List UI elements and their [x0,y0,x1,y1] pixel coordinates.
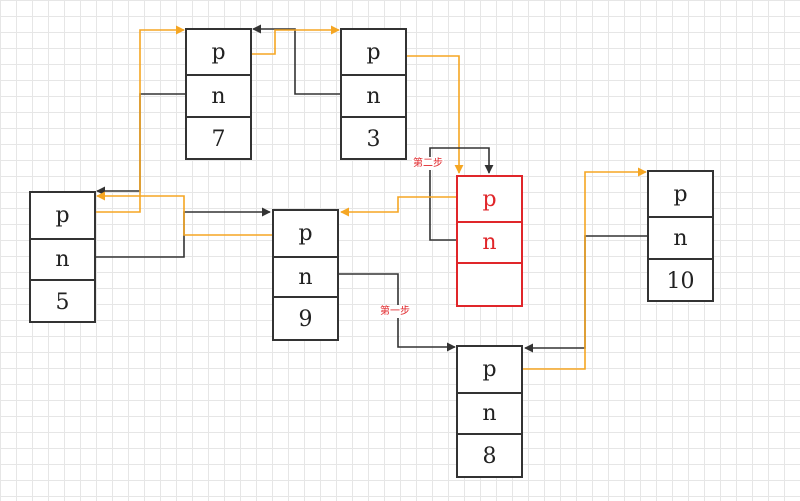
node-10-next-cell: n [649,216,712,258]
arrow-new-n-step2 [429,147,494,241]
node-5-next-cell: n [31,238,94,279]
arrow-7-n-to-5 [96,93,186,196]
node-9-prev-cell: p [298,221,313,246]
node-10-value: 10 [649,258,712,302]
node-8-value: 8 [458,433,521,478]
arrow-9-p-to-5 [96,191,273,236]
arrow-3-n-to-7 [252,24,341,95]
arrow-5-p-to-7 [95,25,185,213]
node-5-prev-cell: p [55,203,70,228]
node-9: p n 9 [272,209,339,341]
arrow-10-n-to-8 [524,235,648,353]
node-3-value: 3 [342,116,405,160]
node-5-value: 5 [31,279,94,323]
node-8-next-cell: n [458,392,521,433]
node-7-value: 7 [187,116,250,160]
node-10: p n 10 [647,170,714,302]
step2-label: 第二步 [412,157,444,170]
step1-label: 第一步 [379,305,411,318]
node-9-value: 9 [274,296,337,341]
node-8-prev-cell: p [482,357,497,382]
node-7-prev-cell: p [211,39,226,65]
node-7: p n 7 [185,28,252,160]
node-3-next-cell: n [342,74,405,116]
node-9-next-cell: n [274,256,337,296]
new-node: p n [456,175,523,307]
arrow-new-p-to-9 [340,196,457,217]
node-8: p n 8 [456,345,523,478]
node-7-next-cell: n [187,74,250,116]
node-10-prev-cell: p [673,181,688,207]
new-node-value [458,262,521,307]
arrow-8-p-to-10 [522,167,647,370]
new-node-next-cell: n [458,221,521,262]
node-3: p n 3 [340,28,407,160]
arrow-7-p-to-3 [251,25,340,55]
arrow-3-p-to-new [406,55,464,174]
node-5: p n 5 [29,191,96,323]
node-3-prev-cell: p [366,39,381,65]
new-node-prev-cell: p [482,186,497,212]
